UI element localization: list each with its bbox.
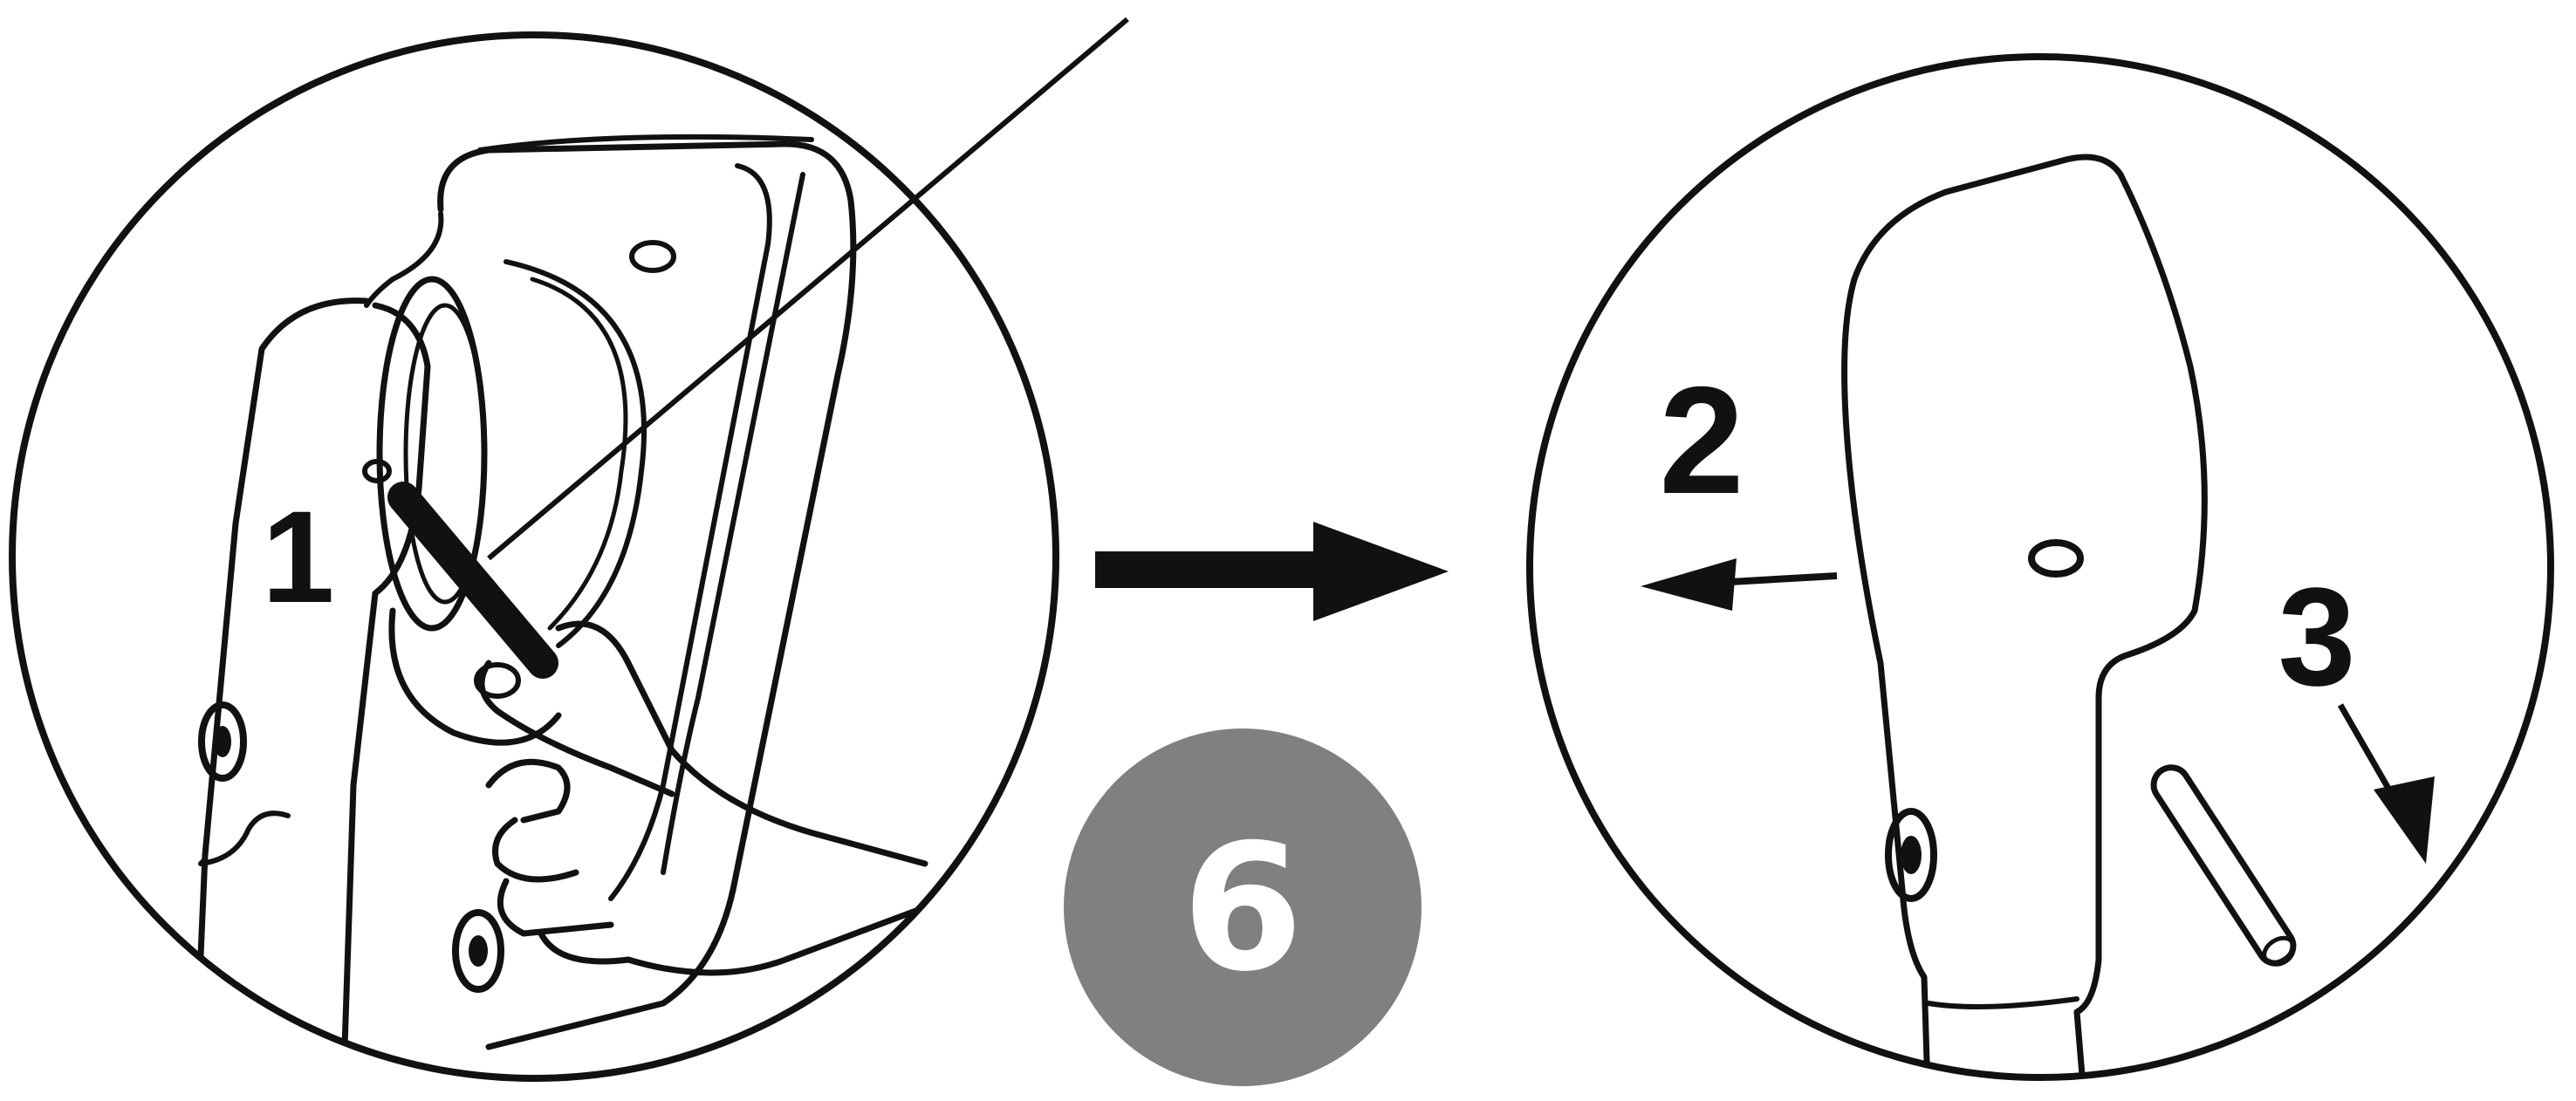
- step-badge-circle: [1064, 728, 1422, 1086]
- transition-arrow: [1095, 522, 1449, 621]
- arrow-shaft: [1095, 551, 1326, 588]
- hub-arc-inner: [530, 277, 628, 631]
- front-arm-foot: [198, 810, 291, 866]
- fingernail-icon: [474, 662, 521, 699]
- step-badge-number: 6: [1182, 807, 1303, 1010]
- removed-pin-end-icon: [2262, 935, 2296, 965]
- step-1-label: 1: [262, 483, 334, 630]
- right-arm-outline: [1841, 154, 2208, 1077]
- hand-outline: [555, 620, 928, 867]
- right-arm-hole-icon: [2028, 539, 2084, 578]
- front-arm: [193, 297, 370, 1059]
- removed-pin: [2150, 764, 2297, 967]
- knob-left-icon: [198, 701, 247, 782]
- left-detail-panel: 1: [9, 17, 1129, 1082]
- hand-wrist: [625, 904, 928, 976]
- knob-bottom-center: [469, 935, 488, 967]
- panel-hole-icon: [629, 240, 676, 273]
- front-arm-right-edge: [341, 302, 431, 1050]
- locking-pin: [387, 482, 558, 679]
- hand-thumb: [485, 758, 571, 824]
- left-detail-circle: [9, 31, 1059, 1082]
- pointer-line: [487, 17, 1129, 561]
- step-badge: 6: [1064, 728, 1422, 1086]
- step-3-arrow-head-icon: [2374, 776, 2435, 864]
- right-detail-panel: 2 3: [1526, 53, 2554, 1081]
- knob-bottom-icon: [452, 909, 504, 993]
- hub-disc: [388, 607, 562, 746]
- right-detail-circle: [1526, 53, 2554, 1081]
- hand-fingers: [492, 817, 632, 965]
- left-circle-contents: [193, 133, 928, 1059]
- knob-left-center: [214, 726, 231, 757]
- bracket-inner-edge: [608, 163, 772, 901]
- pin-hole-icon: [362, 459, 392, 483]
- right-circle-contents: [1841, 154, 2297, 1077]
- bracket-top-sleeve: [477, 133, 814, 153]
- bracket-curve: [364, 211, 444, 308]
- step-3-label: 3: [2278, 558, 2356, 715]
- step-2-label: 2: [1659, 356, 1744, 526]
- hub-arc: [504, 259, 647, 648]
- hand-index-finger: [478, 660, 675, 797]
- step-2-arrow-head-icon: [1641, 558, 1737, 611]
- bracket-rail: [661, 172, 805, 875]
- arrow-head-icon: [1313, 522, 1449, 621]
- right-knob-icon: [1885, 808, 1937, 902]
- hub-ring-inner-icon: [403, 303, 487, 605]
- right-arm-inner-edge: [1926, 996, 2079, 1009]
- right-knob-center: [1901, 836, 1922, 874]
- bracket-outer-panel: [437, 140, 857, 1050]
